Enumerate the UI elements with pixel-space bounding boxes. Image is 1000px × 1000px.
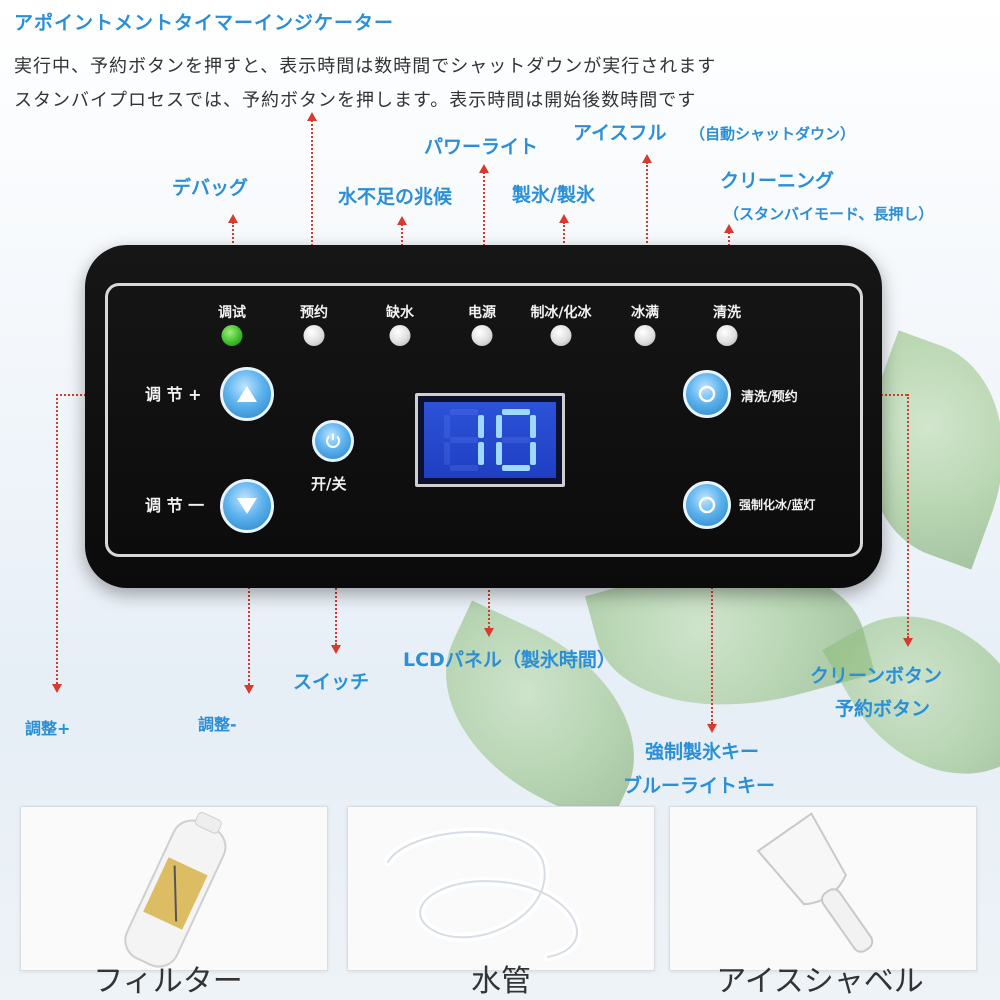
accessory-label-filter: フィルター bbox=[93, 964, 243, 999]
lcd-digit-0-segment-d bbox=[450, 465, 478, 471]
lcd-digit-1-segment-a bbox=[502, 409, 530, 415]
lcd-digit-1-segment-c bbox=[530, 442, 536, 465]
power-button[interactable] bbox=[312, 420, 354, 462]
panel-frame bbox=[105, 283, 863, 557]
indicator-label-low-water: 缺水 bbox=[386, 305, 414, 321]
callout-debug: デバッグ bbox=[172, 177, 249, 199]
water-tube-icon bbox=[383, 827, 582, 962]
lcd-digit-1-segment-g bbox=[502, 437, 530, 443]
adjust-plus-label: 调 节 + bbox=[145, 385, 202, 404]
power-label: 开/关 bbox=[311, 475, 347, 493]
indicator-label-clean: 清洗 bbox=[713, 305, 741, 321]
callout-ice-making: 製氷/製氷 bbox=[512, 184, 595, 206]
accessory-label-ice-scoop: アイスシャベル bbox=[716, 964, 924, 999]
clean-reserve-label: 清洗/预约 bbox=[741, 390, 798, 405]
lcd-digit-1-segment-b bbox=[530, 415, 536, 438]
callout-power-light: パワーライト bbox=[424, 136, 539, 158]
lcd-digit-0-segment-c bbox=[478, 442, 484, 465]
force-ice-button[interactable] bbox=[683, 481, 731, 529]
indicator-label-ice-making: 制冰/化冰 bbox=[530, 305, 592, 321]
adjust-minus-label: 调 节 一 bbox=[145, 496, 205, 515]
lcd-digit-0-segment-f bbox=[444, 415, 450, 438]
lcd-digit-0-segment-b bbox=[478, 415, 484, 438]
adjust-up-button[interactable] bbox=[220, 367, 274, 421]
force-ice-label: 强制化冰/蓝灯 bbox=[739, 498, 816, 512]
indicator-led-ice-full bbox=[634, 325, 656, 346]
lcd-digit-1-segment-e bbox=[496, 442, 502, 465]
indicator-led-clean bbox=[716, 325, 738, 346]
callout-lcd-panel: LCDパネル（製氷時間） bbox=[403, 649, 616, 671]
callout-ice-full: アイスフル bbox=[573, 122, 667, 144]
lcd-digits bbox=[444, 409, 536, 471]
accessory-label-water-tube: 水管 bbox=[471, 964, 531, 999]
callout-clean-button: クリーンボタン bbox=[810, 665, 943, 687]
callout-low-water: 水不足の兆候 bbox=[338, 186, 453, 208]
callout-adjust-plus: 調整+ bbox=[25, 719, 71, 738]
callout-cleaning-note: （スタンバイモード、長押し） bbox=[724, 205, 934, 223]
indicator-label-power: 电源 bbox=[468, 305, 496, 321]
lcd-screen bbox=[424, 402, 556, 478]
page-title: アポイントメントタイマーインジケーター bbox=[14, 12, 395, 34]
lcd-digit-0-segment-e bbox=[444, 442, 450, 465]
callout-ice-full-note: （自動シャットダウン） bbox=[690, 125, 856, 143]
power-icon bbox=[326, 433, 340, 448]
callout-adjust-minus: 調整- bbox=[198, 715, 237, 734]
lcd-digit-0-segment-a bbox=[450, 409, 478, 415]
indicator-label-ice-full: 冰满 bbox=[631, 305, 659, 321]
indicator-led-reserve bbox=[303, 325, 325, 346]
circle-icon bbox=[698, 496, 716, 514]
accessory-box-ice-scoop bbox=[669, 806, 977, 971]
triangle-down-icon bbox=[237, 498, 257, 514]
description-line-2: スタンバイプロセスでは、予約ボタンを押します。表示時間は開始後数時間です bbox=[14, 90, 697, 111]
indicator-led-debug bbox=[221, 325, 243, 346]
adjust-down-button[interactable] bbox=[220, 479, 274, 533]
description-line-1: 実行中、予約ボタンを押すと、表示時間は数時間でシャットダウンが実行されます bbox=[14, 56, 717, 77]
lcd-display bbox=[415, 393, 565, 487]
ice-scoop-icon bbox=[756, 812, 874, 953]
clean-reserve-button[interactable] bbox=[683, 370, 731, 418]
indicator-led-ice-making bbox=[550, 325, 572, 346]
accessory-box-filter bbox=[20, 806, 328, 971]
filter-icon bbox=[124, 812, 227, 968]
accessory-box-water-tube bbox=[347, 806, 655, 971]
lcd-digit-0-segment-g bbox=[450, 437, 478, 443]
callout-force-ice-key: 強制製氷キー bbox=[645, 741, 760, 763]
indicator-label-debug: 调试 bbox=[218, 305, 246, 321]
callout-reserve-button: 予約ボタン bbox=[835, 698, 931, 720]
indicator-label-reserve: 预约 bbox=[300, 305, 328, 321]
lcd-digit-1-segment-d bbox=[502, 465, 530, 471]
lcd-digit-1-segment-f bbox=[496, 415, 502, 438]
circle-icon bbox=[698, 385, 716, 403]
indicator-led-power bbox=[471, 325, 493, 346]
control-panel: 调试 预约 缺水 电源 制冰/化冰 冰满 清洗 调 节 + 调 节 一 开/关 … bbox=[85, 245, 882, 588]
callout-switch: スイッチ bbox=[293, 671, 370, 693]
callout-blue-light-key: ブルーライトキー bbox=[623, 775, 776, 797]
indicator-led-low-water bbox=[389, 325, 411, 346]
callout-cleaning: クリーニング bbox=[720, 170, 835, 192]
triangle-up-icon bbox=[237, 386, 257, 402]
